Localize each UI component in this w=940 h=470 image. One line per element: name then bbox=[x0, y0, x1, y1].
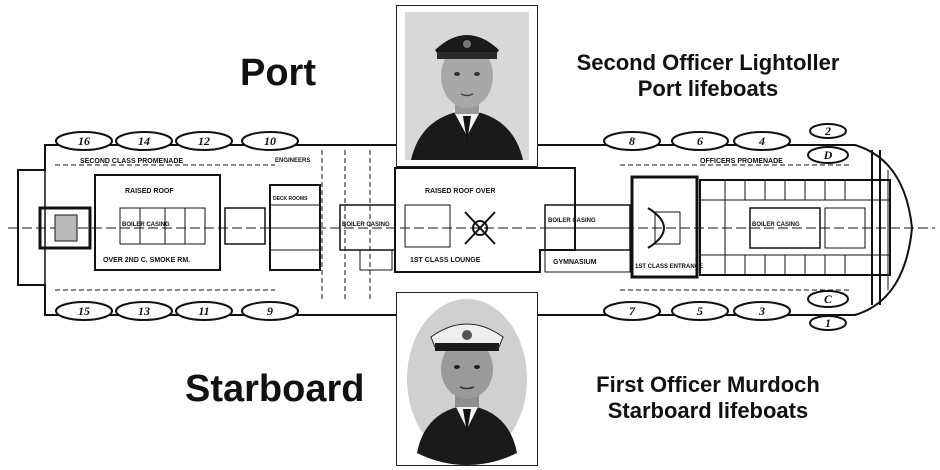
collapsible-C-label: C bbox=[824, 292, 833, 306]
starboard-officer-name: First Officer Murdoch bbox=[596, 372, 820, 397]
label-first-class-lounge: 1ST CLASS LOUNGE bbox=[410, 257, 481, 264]
collapsible-D-label: D bbox=[823, 148, 833, 162]
port-heading: Port bbox=[240, 52, 316, 94]
lifeboat-6: 6 bbox=[671, 131, 729, 151]
lifeboat-10: 10 bbox=[241, 131, 299, 151]
lifeboat-8-label: 8 bbox=[629, 134, 635, 148]
murdoch-portrait bbox=[396, 292, 538, 466]
lifeboat-12-label: 12 bbox=[198, 134, 210, 148]
port-officer-role: Port lifeboats bbox=[637, 76, 779, 101]
officer-portrait-icon bbox=[405, 12, 529, 160]
officer-portrait-icon bbox=[407, 299, 527, 465]
starboard-officer-caption: First Officer Murdoch Starboard lifeboat… bbox=[548, 372, 868, 424]
label-officers-promenade: OFFICERS PROMENADE bbox=[700, 158, 783, 165]
lifeboat-7: 7 bbox=[603, 301, 661, 321]
lifeboat-6-label: 6 bbox=[697, 134, 703, 148]
label-deck-rooms: DECK ROOMS bbox=[273, 196, 308, 202]
lightoller-portrait bbox=[396, 5, 538, 167]
lifeboat-14: 14 bbox=[115, 131, 173, 151]
officers-quarters bbox=[699, 179, 891, 276]
lifeboat-11: 11 bbox=[175, 301, 233, 321]
lifeboat-3: 3 bbox=[733, 301, 791, 321]
lifeboat-16-label: 16 bbox=[78, 134, 90, 148]
lifeboat-15-label: 15 bbox=[78, 304, 90, 318]
lifeboat-4-label: 4 bbox=[758, 134, 765, 148]
starboard-lifeboats: 15 13 11 9 7 5 3 1 C bbox=[55, 290, 849, 331]
lifeboat-1-label: 1 bbox=[825, 316, 831, 330]
lifeboat-1: 1 bbox=[809, 315, 847, 331]
port-lifeboats: 16 14 12 10 8 6 4 2D bbox=[55, 123, 849, 164]
lifeboat-2: 2 bbox=[809, 123, 847, 139]
first-class-entrance bbox=[630, 175, 699, 279]
label-boiler-casing-aft: BOILER CASING bbox=[122, 222, 170, 228]
lifeboat-3-label: 3 bbox=[758, 304, 765, 318]
lifeboat-13: 13 bbox=[115, 301, 173, 321]
lifeboat-14-label: 14 bbox=[138, 134, 150, 148]
label-second-class-promenade: SECOND CLASS PROMENADE bbox=[80, 158, 183, 165]
lifeboat-5: 5 bbox=[671, 301, 729, 321]
lifeboat-2-label: 2 bbox=[824, 124, 831, 138]
label-raised-roof: RAISED ROOF bbox=[125, 188, 174, 195]
label-raised-roof-over: RAISED ROOF OVER bbox=[425, 188, 495, 195]
label-gymnasium: GYMNASIUM bbox=[553, 259, 597, 266]
lifeboat-8: 8 bbox=[603, 131, 661, 151]
lifeboat-12: 12 bbox=[175, 131, 233, 151]
collapsible-D: D bbox=[807, 146, 849, 164]
lifeboat-9: 9 bbox=[241, 301, 299, 321]
aft-deckhouse bbox=[94, 174, 221, 271]
lifeboat-9-label: 9 bbox=[267, 304, 273, 318]
label-over-second-class-smoke-room: OVER 2ND C. SMOKE RM. bbox=[103, 257, 190, 264]
label-boiler-casing-fwd: BOILER CASING bbox=[548, 218, 596, 224]
label-first-class-entrance: 1ST CLASS ENTRANCE bbox=[635, 264, 703, 270]
lifeboat-10-label: 10 bbox=[264, 134, 276, 148]
label-boiler-casing-mid: BOILER CASING bbox=[342, 222, 390, 228]
lifeboat-4: 4 bbox=[733, 131, 791, 151]
port-officer-name: Second Officer Lightoller bbox=[576, 50, 840, 75]
lifeboat-11-label: 11 bbox=[198, 304, 209, 318]
lifeboat-15: 15 bbox=[55, 301, 113, 321]
starboard-officer-role: Starboard lifeboats bbox=[607, 398, 809, 423]
port-officer-caption: Second Officer Lightoller Port lifeboats bbox=[548, 50, 868, 102]
lifeboat-13-label: 13 bbox=[138, 304, 150, 318]
lifeboat-7-label: 7 bbox=[629, 304, 636, 318]
lounge-raised-roof bbox=[394, 167, 576, 273]
lifeboat-5-label: 5 bbox=[697, 304, 703, 318]
label-engineers: ENGINEERS bbox=[275, 158, 310, 164]
collapsible-C: C bbox=[807, 290, 849, 308]
starboard-heading: Starboard bbox=[185, 368, 365, 410]
label-boiler-casing-bridge: BOILER CASING bbox=[752, 222, 800, 228]
lifeboat-16: 16 bbox=[55, 131, 113, 151]
